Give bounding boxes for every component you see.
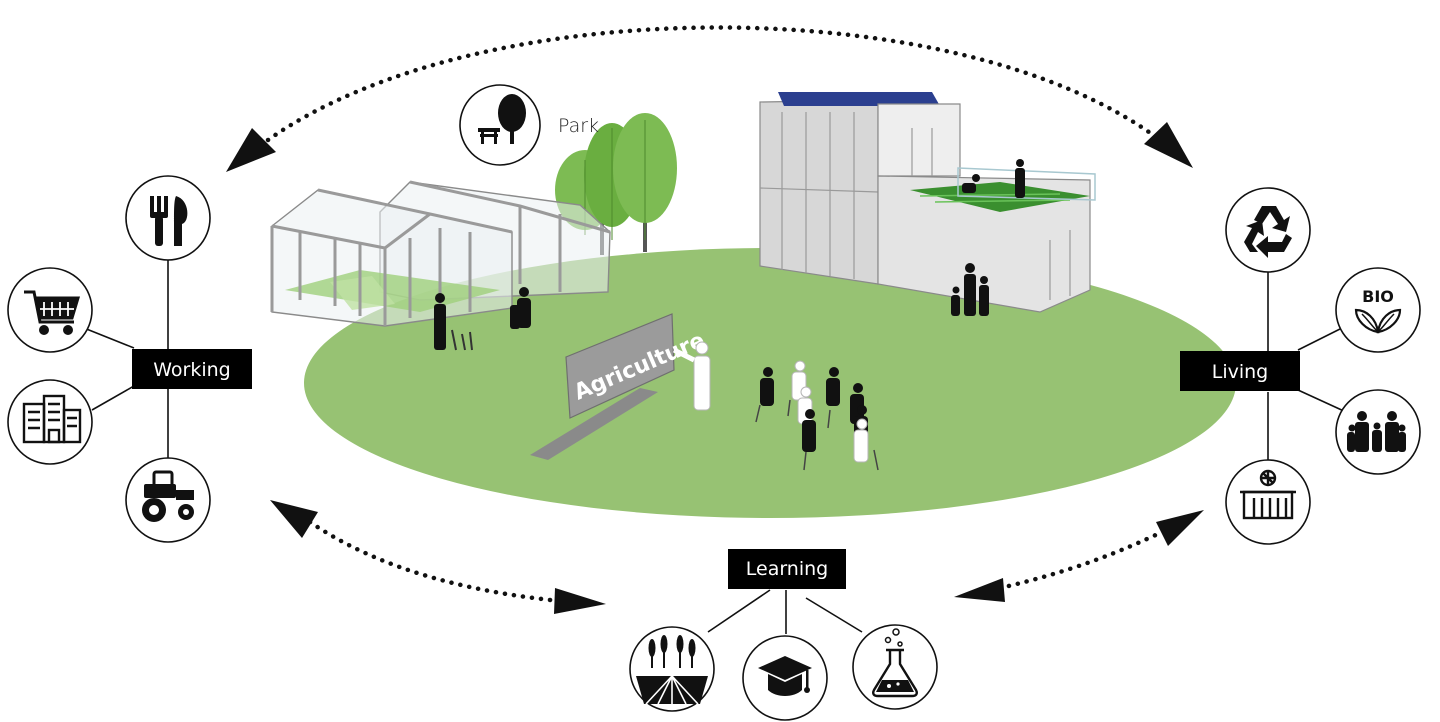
bio-text: BIO (1362, 287, 1394, 306)
recycle-icon (1244, 206, 1292, 258)
students (755, 360, 879, 471)
family-near-building (951, 263, 989, 316)
dotted-arc-bottom-right (997, 529, 1165, 591)
sign-board (565, 313, 675, 419)
classroom (672, 341, 879, 471)
learning-hub (728, 549, 846, 589)
wheat-field-icon (636, 635, 708, 705)
park-marker: Park (459, 84, 599, 166)
solar-panel (778, 92, 940, 106)
family-icon (1347, 411, 1406, 452)
rooftop-people (962, 159, 1025, 198)
building (759, 92, 1096, 316)
working-hub-label: Working (153, 359, 231, 381)
park-trees (555, 113, 677, 255)
cycle-arrows (226, 25, 1204, 614)
greenhouse-floor (285, 270, 500, 312)
bio-leaf-icon: BIO (1354, 287, 1402, 334)
arrowhead-bottom-left-b (554, 588, 606, 614)
arrowhead-bottom-right-a (954, 578, 1005, 602)
arrowhead-bottom-left-a (270, 500, 318, 538)
tractor-icon (142, 470, 194, 522)
dotted-arc-top (265, 25, 1163, 143)
greenhouses (270, 180, 611, 327)
park-bench-tree-icon (478, 94, 526, 144)
learning-cluster: Learning (629, 549, 938, 721)
arrowhead-top-left (226, 128, 276, 172)
learning-hub-label: Learning (746, 558, 829, 580)
office-building-icon (22, 394, 82, 444)
arrowhead-bottom-right-b (1156, 510, 1204, 546)
living-cluster: BIO Living (1180, 187, 1421, 545)
graduation-cap-icon (758, 656, 812, 696)
park-label: Park (558, 115, 599, 137)
lab-flask-icon (872, 628, 918, 698)
farmers (434, 287, 531, 351)
sports-hall-icon (1240, 469, 1296, 520)
arrowhead-top-right (1144, 122, 1193, 168)
working-hub (132, 349, 252, 389)
teacher (672, 341, 711, 411)
building-base (877, 175, 1091, 313)
living-hub-label: Living (1212, 361, 1269, 383)
living-hub (1180, 351, 1300, 391)
cutlery-icon (150, 196, 188, 246)
dotted-arc-bottom-left (307, 519, 563, 604)
working-cluster: Working (7, 175, 252, 543)
